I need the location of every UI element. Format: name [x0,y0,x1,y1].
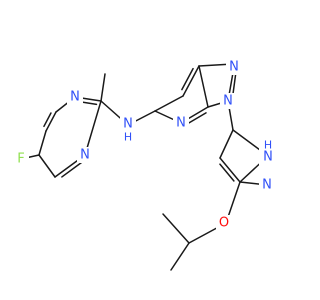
bond-29 [198,65,209,108]
atom-oxygen: O [216,215,232,231]
svg-text:H: H [124,131,132,144]
svg-text:N: N [123,117,133,132]
bond-28 [162,213,190,244]
structure-canvas: F N N N H N N N H N [13,59,277,271]
atom-fluorine: F [13,151,29,167]
svg-text:N: N [229,60,239,75]
atom-amine-n: N H [120,116,136,144]
atom-pyrimidine-n1: N [67,89,83,105]
svg-text:N: N [263,150,273,165]
double-bond-3 [181,67,194,91]
bond-11 [154,95,184,112]
bond-20 [219,129,234,159]
atom-imidazole-n-sub: N [220,93,236,109]
svg-text:F: F [17,152,24,167]
bond-21 [219,157,241,183]
double-bond-6 [219,163,235,182]
svg-text:O: O [219,216,229,231]
svg-text:N: N [223,94,233,109]
svg-text:H: H [264,139,272,152]
svg-text:N: N [80,148,90,163]
double-bond-4 [186,112,207,125]
atom-pyrazole-n: N [259,177,275,193]
atom-pyrimidine-n2: N [77,147,93,163]
atom-label-layer: F N N N H N N N H N [13,59,277,231]
atom-pyridine-n: N [173,115,189,131]
atom-imidazole-n-top: N [226,59,242,75]
double-bond-1 [61,160,84,178]
svg-text:N: N [70,90,80,105]
bond-3 [45,111,57,132]
molecule-structure: F N N N H N N N H N [13,59,277,271]
bond-2 [38,154,56,178]
bond-12 [182,65,200,97]
bond-7 [84,100,102,156]
double-bond-0 [43,112,52,128]
bond-27 [170,242,190,271]
bond-1 [38,130,47,156]
svg-text:N: N [176,116,186,131]
atom-pyrazole-nh: H N [259,139,277,166]
bond-8 [100,73,106,102]
svg-text:N: N [262,178,272,193]
